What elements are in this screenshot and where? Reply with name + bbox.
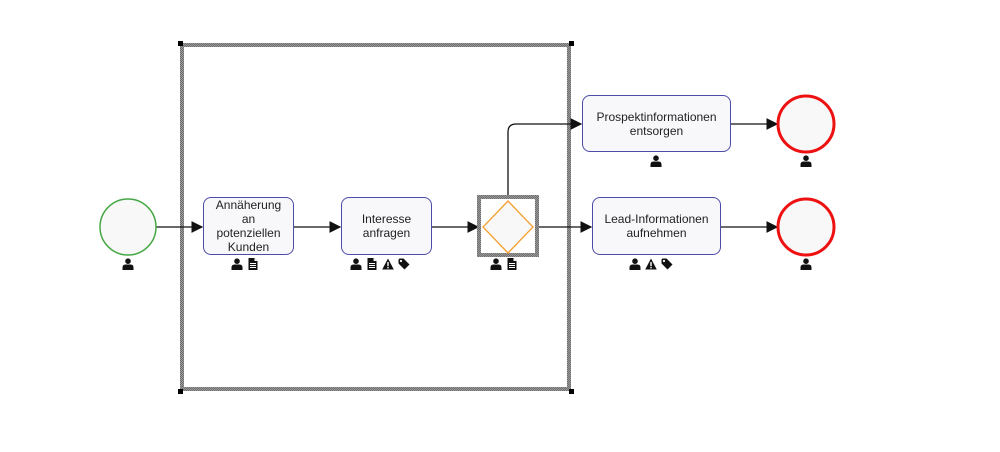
- user-icon[interactable]: [629, 258, 641, 270]
- gateway-icons: [490, 258, 518, 270]
- task-annaeherung[interactable]: Annäherung an potenziellen Kunden: [203, 197, 294, 255]
- user-icon[interactable]: [800, 155, 812, 167]
- selection-handle-top-right[interactable]: [569, 41, 574, 46]
- tag-icon[interactable]: [398, 258, 410, 270]
- end-event-top-icons: [800, 155, 812, 167]
- task-label-line: an: [241, 212, 256, 226]
- task-interesse-anfragen[interactable]: Interesse anfragen: [341, 197, 432, 255]
- user-icon[interactable]: [231, 258, 243, 270]
- task-label-line: Prospektinformationen: [596, 109, 717, 124]
- task-lead-informationen-aufnehmen[interactable]: Lead-Informationen aufnehmen: [592, 197, 721, 255]
- task-label-line: Annäherung: [215, 198, 282, 212]
- exclusive-gateway[interactable]: [482, 200, 534, 254]
- selection-handle-top-left[interactable]: [178, 41, 183, 46]
- gateway-selection-box[interactable]: [477, 195, 539, 257]
- task-label-line: aufnehmen: [626, 226, 687, 240]
- user-icon[interactable]: [350, 258, 362, 270]
- task-label-line: Kunden: [227, 240, 270, 254]
- user-icon[interactable]: [490, 258, 502, 270]
- task-label-line: Lead-Informationen: [604, 212, 709, 226]
- selection-handle-bottom-left[interactable]: [178, 389, 183, 394]
- task-interesse-anfragen-icons: [350, 258, 410, 270]
- flow-gateway-to-task3[interactable]: [507, 118, 583, 197]
- document-icon[interactable]: [506, 258, 518, 270]
- start-event-icons: [122, 258, 134, 270]
- task-label-line: Interesse: [361, 212, 412, 226]
- tag-icon[interactable]: [661, 258, 673, 270]
- end-event-top[interactable]: [776, 94, 836, 154]
- user-icon[interactable]: [650, 155, 662, 167]
- task-prospektinformationen-entsorgen[interactable]: Prospektinformationen entsorgen: [582, 95, 731, 152]
- task-label-line: potenziellen: [216, 226, 281, 240]
- document-icon[interactable]: [366, 258, 378, 270]
- task-annaeherung-icons: [231, 258, 259, 270]
- task-lead-informationen-icons: [629, 258, 673, 270]
- document-icon[interactable]: [247, 258, 259, 270]
- warning-icon[interactable]: [645, 258, 657, 270]
- start-event[interactable]: [99, 198, 157, 256]
- task-prospektinformationen-icons: [650, 155, 662, 167]
- task-label-line: entsorgen: [629, 123, 684, 138]
- task-label-line: anfragen: [362, 226, 411, 240]
- end-event-bottom[interactable]: [776, 197, 836, 257]
- selection-frame[interactable]: [180, 43, 571, 391]
- selection-handle-bottom-right[interactable]: [569, 389, 574, 394]
- user-icon[interactable]: [800, 258, 812, 270]
- warning-icon[interactable]: [382, 258, 394, 270]
- user-icon[interactable]: [122, 258, 134, 270]
- end-event-bottom-icons: [800, 258, 812, 270]
